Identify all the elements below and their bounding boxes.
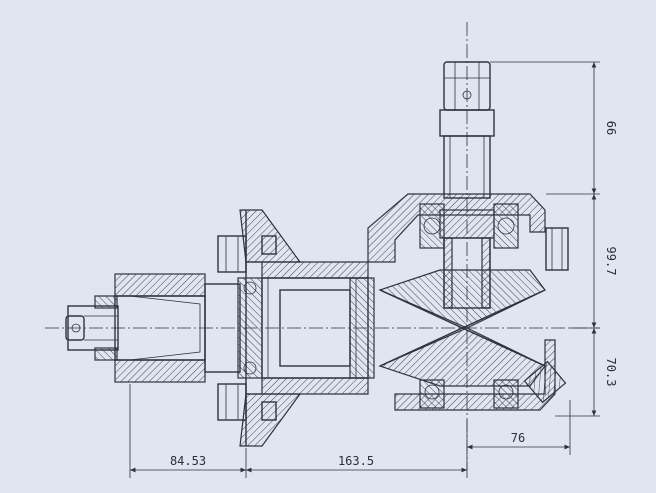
bottom-dimension-chain [129, 384, 468, 478]
dim-housing-length: 163.5 [338, 454, 374, 468]
mounting-flange [217, 209, 302, 447]
vertical-dimension-chain [490, 61, 600, 417]
dim-bottom-right-offset: 76 [511, 431, 525, 445]
upper-gear-housing [367, 193, 569, 309]
dim-lower-housing-height: 70.3 [604, 358, 618, 387]
horizontal-output-shaft [65, 273, 241, 383]
dim-upper-housing-height: 99.7 [604, 247, 618, 276]
dim-left-shaft-length: 84.53 [170, 454, 206, 468]
center-housing-tube [237, 261, 375, 395]
bevel-gear-mesh [378, 269, 546, 387]
bottom-right-dimension [466, 400, 571, 455]
dim-top-shaft-height: 66 [604, 121, 618, 135]
lower-gear-housing [394, 339, 567, 411]
